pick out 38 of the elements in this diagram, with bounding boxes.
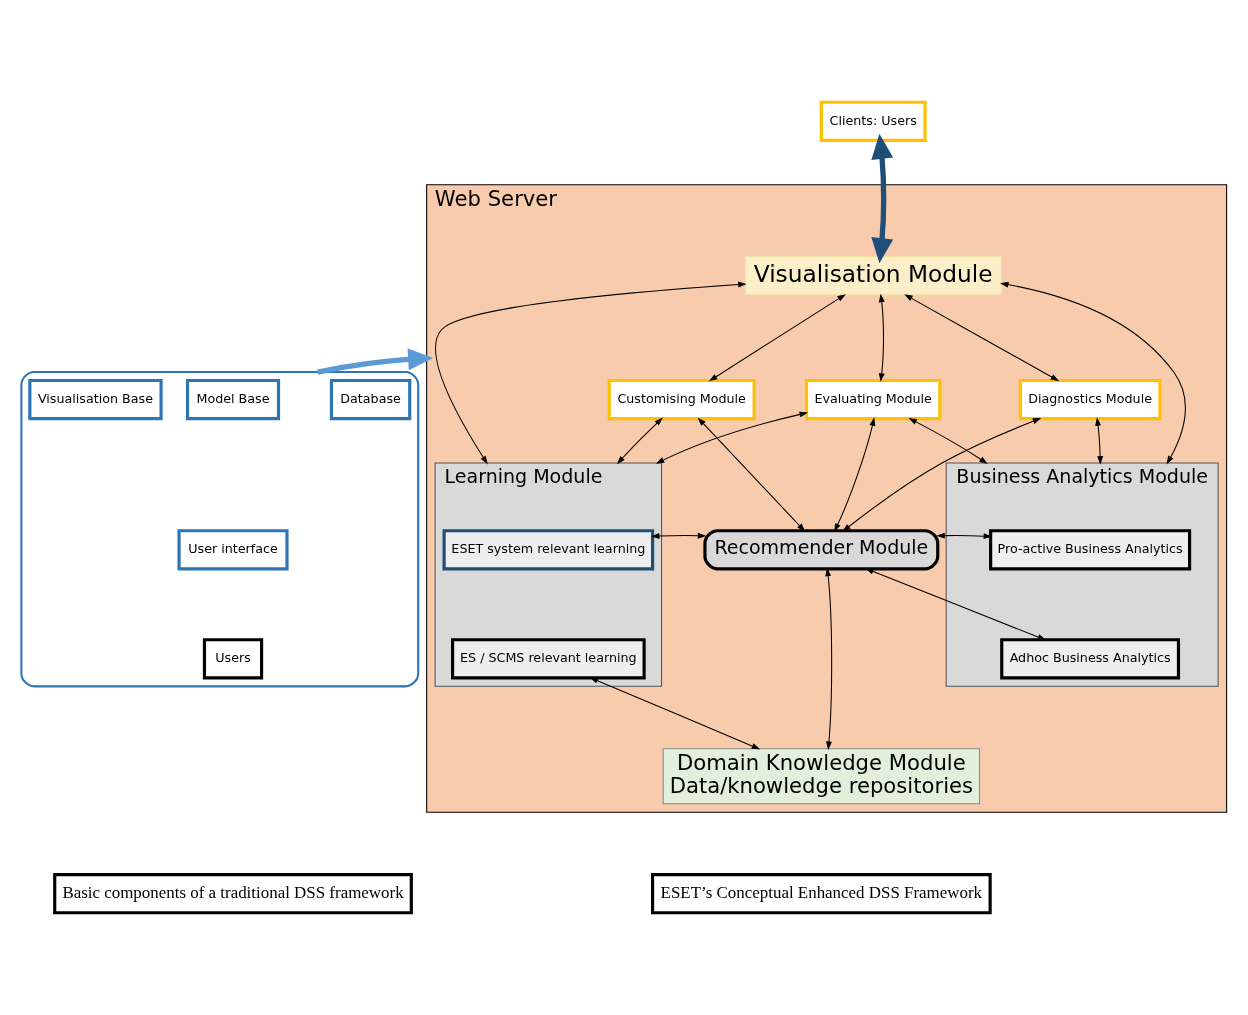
arrow <box>865 568 1047 641</box>
arrow <box>435 281 747 465</box>
arrow <box>1095 417 1104 465</box>
node-box: Visualisation Base <box>28 378 163 421</box>
node-box: Database <box>329 378 412 421</box>
node-box: Model Base <box>185 378 281 421</box>
arrow <box>834 417 876 532</box>
node-box: ESET’s Conceptual Enhanced DSS Framework <box>651 873 992 915</box>
node-box: Adhoc Business Analytics <box>1000 638 1181 680</box>
arrow <box>871 133 894 264</box>
node-box: Visualisation Module <box>744 256 1002 296</box>
arrow <box>908 417 988 464</box>
arrow <box>650 532 707 539</box>
node-box: Basic components of a traditional DSS framework <box>53 873 413 915</box>
node-box: Users <box>202 638 264 680</box>
arrow <box>616 417 663 465</box>
node-box: Customising Module <box>607 378 756 421</box>
arrow <box>904 294 1060 382</box>
arrow <box>697 417 806 532</box>
node-box: Clients: Users <box>819 100 927 142</box>
cluster <box>20 371 420 688</box>
node-box: ESET system relevant learning <box>442 529 655 571</box>
node-box: ES / SCMS relevant learning <box>451 638 646 680</box>
arrow <box>708 294 846 382</box>
arrow <box>825 567 833 750</box>
node-box: Domain Knowledge Module Data/knowledge repositories <box>662 748 981 805</box>
arrow <box>878 293 885 382</box>
node-box: User interface <box>177 529 289 571</box>
arrow <box>1000 281 1186 465</box>
node-box: Evaluating Module <box>804 378 942 421</box>
node-box: Pro-active Business Analytics <box>989 529 1192 571</box>
node-box: Diagnostics Module <box>1018 378 1162 421</box>
arrow <box>589 677 761 750</box>
arrow <box>936 532 993 540</box>
arrow <box>317 348 434 375</box>
node-box: Recommender Module <box>703 529 940 571</box>
arrow <box>655 411 809 464</box>
arrow <box>842 418 1042 532</box>
